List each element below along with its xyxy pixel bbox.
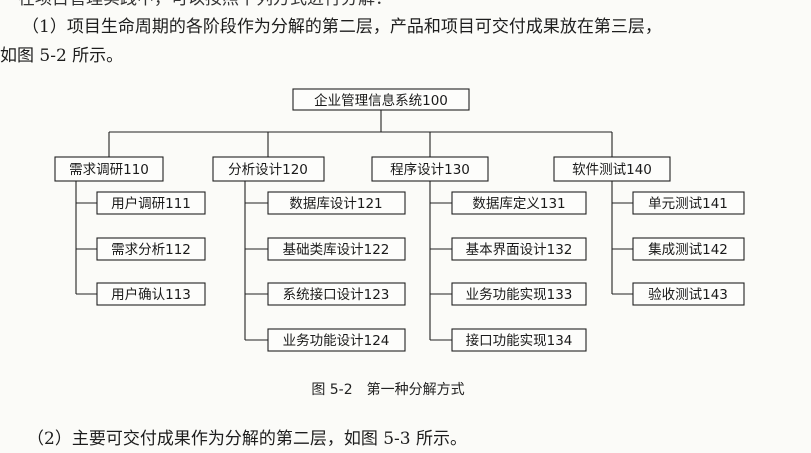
leaf-node-label: 验收测试143 (648, 287, 728, 303)
phase-node-label: 软件测试140 (572, 162, 652, 178)
leaf-node: 用户调研111 (96, 191, 206, 215)
leaf-node: 需求分析112 (96, 237, 206, 261)
leaf-node: 单元测试141 (632, 191, 745, 215)
leaf-node-label: 基本界面设计132 (466, 241, 573, 258)
leaf-node-label: 单元测试141 (648, 196, 728, 212)
leaf-node-label: 数据库定义131 (472, 196, 565, 212)
phase-node-3: 程序设计130 (371, 156, 489, 182)
phase-node-label: 程序设计130 (390, 162, 470, 178)
leaf-node-label: 集成测试142 (648, 242, 728, 258)
phase-node-label: 分析设计120 (228, 162, 308, 178)
leaf-node-label: 接口功能实现134 (466, 332, 573, 349)
phase-node-4: 软件测试140 (553, 156, 671, 182)
leaf-node: 数据库定义131 (451, 191, 587, 215)
cut-off-text-line: 在项目管理实践中，可以按照下列方式进行分解： (18, 0, 392, 10)
leaf-node: 基础类库设计122 (267, 237, 406, 261)
leaf-node: 用户确认113 (96, 282, 206, 306)
leaf-node: 接口功能实现134 (451, 328, 587, 352)
leaf-node-label: 业务功能实现133 (466, 287, 573, 303)
leaf-node-label: 用户调研111 (111, 195, 191, 212)
leaf-node-label: 基础类库设计122 (283, 241, 390, 258)
phase-node-1: 需求调研110 (54, 156, 164, 182)
leaf-node: 数据库设计121 (267, 191, 406, 215)
paragraph-1-line-1: （1）项目生命周期的各阶段作为分解的第二层，产品和项目可交付成果放在第三层， (22, 17, 662, 37)
leaf-node: 基本界面设计132 (451, 237, 587, 261)
leaf-node-label: 业务功能设计124 (283, 333, 390, 349)
leaf-node: 系统接口设计123 (267, 282, 406, 306)
leaf-node: 业务功能设计124 (267, 328, 406, 352)
paragraph-1-line-2: 如图 5-2 所示。 (0, 46, 124, 66)
leaf-node: 验收测试143 (632, 282, 745, 306)
phase-node-label: 需求调研110 (69, 162, 149, 178)
paragraph-2: （2）主要可交付成果作为分解的第二层，如图 5-3 所示。 (27, 429, 467, 449)
leaf-node-label: 数据库设计121 (289, 196, 382, 212)
leaf-node-label: 需求分析112 (111, 242, 191, 258)
root-node-label: 企业管理信息系统100 (314, 92, 448, 109)
leaf-node-label: 系统接口设计123 (283, 286, 390, 303)
figure-caption: 图 5-2 第一种分解方式 (311, 381, 464, 398)
leaf-node: 集成测试142 (632, 237, 745, 261)
phase-node-2: 分析设计120 (212, 156, 325, 182)
root-node: 企业管理信息系统100 (292, 88, 470, 111)
leaf-node-label: 用户确认113 (111, 286, 191, 303)
tree-connectors (75, 110, 633, 341)
leaf-node: 业务功能实现133 (451, 282, 587, 306)
